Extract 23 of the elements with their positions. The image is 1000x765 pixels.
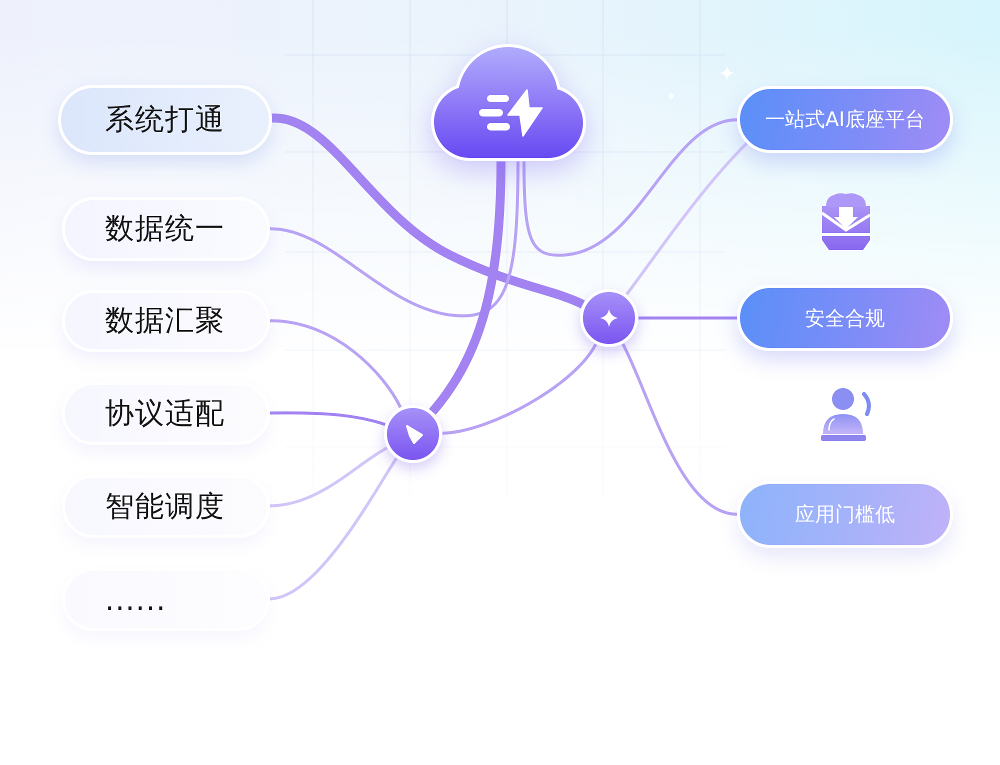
connector-line — [522, 118, 738, 257]
connector-line — [638, 316, 737, 320]
connector-line — [270, 446, 388, 508]
connector-line — [442, 344, 597, 435]
topic-pill: 系统打通 — [58, 85, 272, 155]
connector-line — [270, 458, 398, 600]
connector-line — [272, 114, 585, 308]
hub-circle — [580, 289, 638, 347]
topic-pill: 数据统一 — [62, 197, 270, 261]
connector-line — [626, 142, 748, 296]
topic-pill: 智能调度 — [62, 475, 270, 538]
topic-pill: 协议适配 — [62, 382, 270, 445]
connector-line — [428, 161, 506, 415]
connector-line — [622, 343, 738, 516]
connector-line — [270, 411, 386, 426]
feature-pill: 应用门槛低 — [737, 481, 953, 548]
connector-line — [270, 161, 520, 318]
connector-line — [270, 319, 402, 408]
feature-pill: 一站式AI底座平台 — [737, 86, 953, 153]
topic-pill: 数据汇聚 — [62, 290, 270, 352]
topic-pill: ...... — [62, 568, 270, 631]
hub-circle — [384, 405, 442, 463]
feature-pill: 安全合规 — [737, 285, 953, 351]
